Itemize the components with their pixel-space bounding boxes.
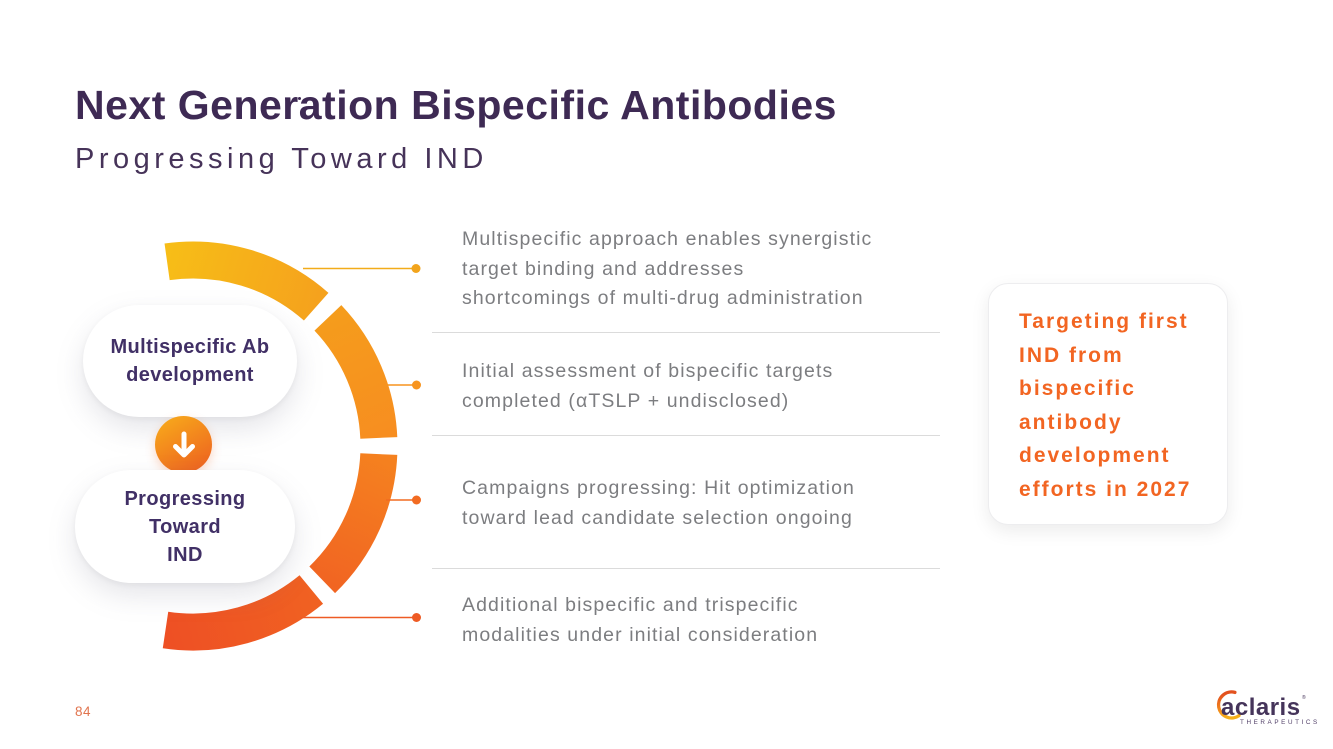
bullet-divider-3 — [432, 568, 940, 569]
bullet-divider-2 — [432, 435, 940, 436]
page-subtitle: Progressing Toward IND — [75, 143, 488, 175]
down-arrow-icon — [172, 431, 195, 457]
connector-dot-1 — [411, 264, 421, 273]
logo-registered-mark: ® — [1302, 694, 1306, 701]
arc-segment-1 — [164, 241, 329, 321]
arc-segment-3 — [309, 452, 398, 594]
aclaris-logo: aclaris ® THERAPEUTICS — [1216, 690, 1320, 726]
logo-arc-icon — [1216, 690, 1241, 720]
logo-brand-text: aclaris — [1221, 694, 1301, 721]
page-title: Next Generation Bispecific Antibodies — [75, 82, 837, 128]
connector-dot-2 — [412, 380, 421, 390]
connector-dot-4 — [412, 613, 421, 622]
connector-dot-3 — [412, 495, 421, 505]
down-arrow-badge — [155, 416, 212, 473]
bullet-text-1: Multispecific approach enables synergist… — [462, 228, 873, 309]
callout-text: Targeting first IND from bispecific anti… — [1019, 310, 1192, 501]
stage-pill-progressing-ind: Progressing Toward IND — [75, 470, 295, 583]
page-number: 84 — [75, 704, 92, 719]
bullet-text-2: Initial assessment of bispecific targets… — [462, 360, 834, 412]
arc-segment-4 — [162, 574, 324, 651]
logo-subtext: THERAPEUTICS — [1240, 719, 1320, 726]
stage-pill-multispecific: Multispecific Ab development — [83, 305, 297, 417]
bullet-divider-1 — [432, 332, 940, 333]
callout-card: Targeting first IND from bispecific anti… — [988, 283, 1228, 525]
stage-pill-label: Progressing Toward IND — [124, 487, 246, 566]
stray-dot — [298, 97, 301, 100]
arc-segment-2 — [314, 305, 398, 440]
bullet-text-4: Additional bispecific and trispecific mo… — [462, 594, 819, 646]
stage-pill-label: Multispecific Ab development — [110, 336, 270, 386]
bullet-text-3: Campaigns progressing: Hit optimization … — [462, 477, 855, 529]
